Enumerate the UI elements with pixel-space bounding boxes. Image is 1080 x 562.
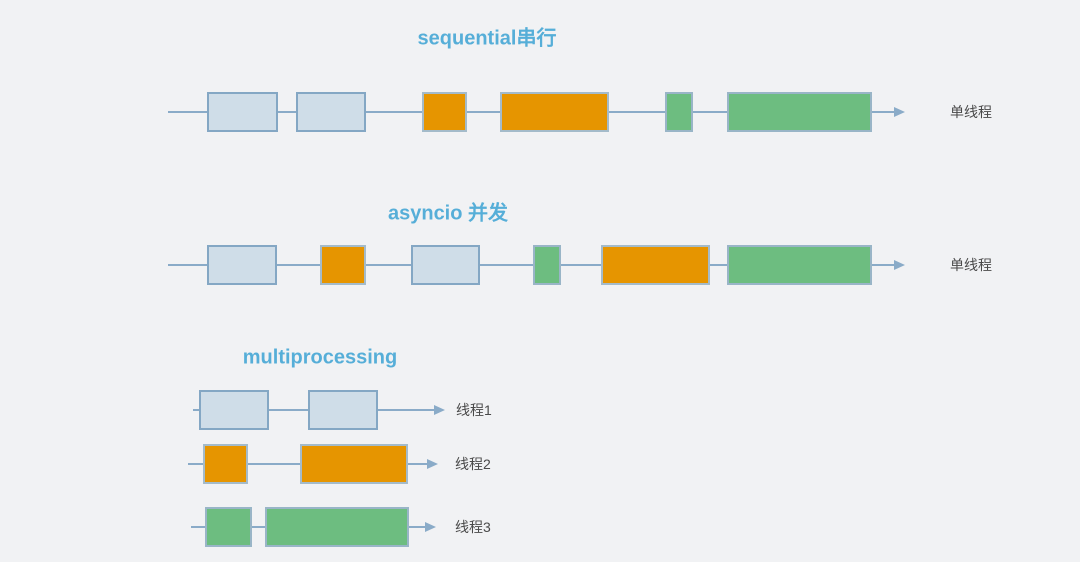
- task-box-green: [265, 507, 409, 547]
- arrowhead-icon: [434, 405, 445, 415]
- task-box-blue: [199, 390, 269, 430]
- thread-label: 线程1: [456, 402, 492, 418]
- task-box-green: [727, 92, 872, 132]
- arrowhead-icon: [425, 522, 436, 532]
- task-box-blue: [207, 92, 278, 132]
- task-box-green: [533, 245, 561, 285]
- thread-label: 线程2: [455, 456, 491, 472]
- task-box-orange: [422, 92, 467, 132]
- task-box-orange: [320, 245, 366, 285]
- task-box-blue: [296, 92, 366, 132]
- task-box-blue: [308, 390, 378, 430]
- task-box-green: [727, 245, 872, 285]
- task-box-blue: [207, 245, 277, 285]
- task-box-green: [205, 507, 252, 547]
- thread-label: 线程3: [455, 519, 491, 535]
- task-box-orange: [601, 245, 710, 285]
- section-title-sequential: sequential串行: [417, 27, 557, 50]
- timeline-line: [168, 264, 894, 266]
- task-box-blue: [411, 245, 480, 285]
- task-box-green: [665, 92, 693, 132]
- task-box-orange: [203, 444, 248, 484]
- task-box-orange: [500, 92, 609, 132]
- section-title-multiprocessing: multiprocessing: [242, 346, 398, 369]
- arrowhead-icon: [894, 260, 905, 270]
- thread-label: 单线程: [950, 257, 992, 273]
- arrowhead-icon: [427, 459, 438, 469]
- section-title-asyncio: asyncio 并发: [387, 202, 509, 225]
- task-box-orange: [300, 444, 408, 484]
- arrowhead-icon: [894, 107, 905, 117]
- thread-label: 单线程: [950, 104, 992, 120]
